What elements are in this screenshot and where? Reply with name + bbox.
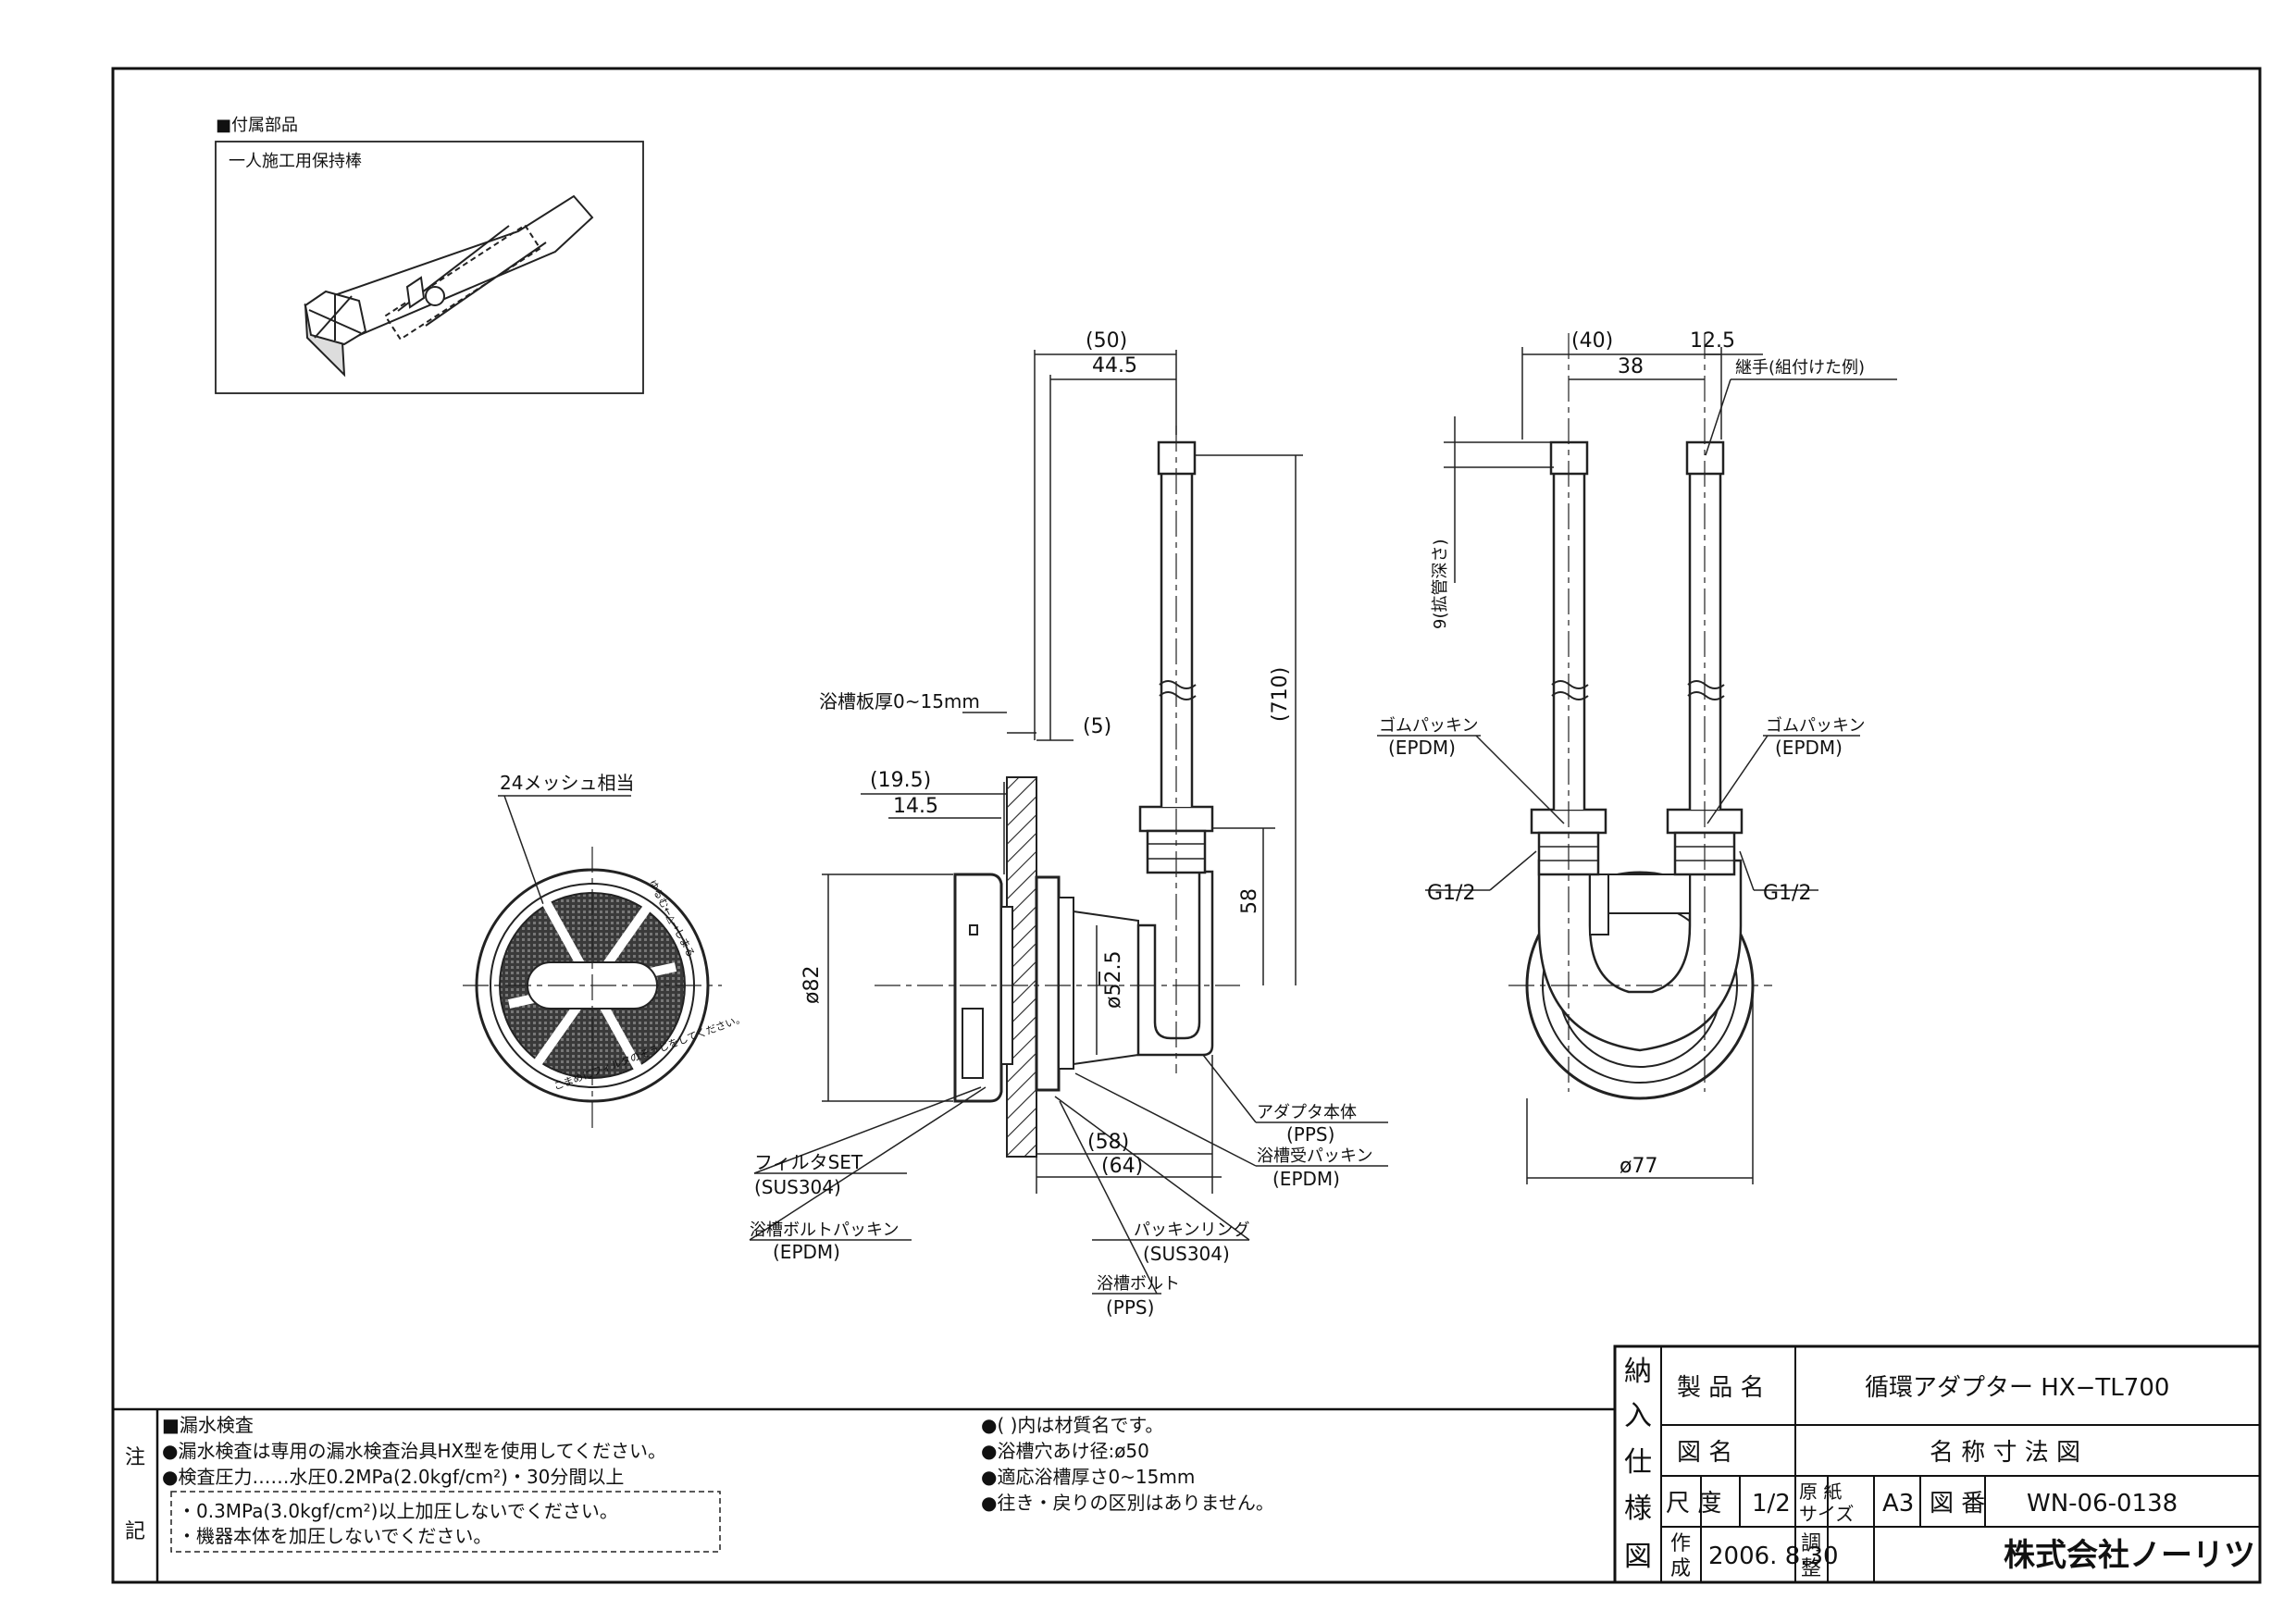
paper-label-1: 原 紙 <box>1799 1481 1842 1503</box>
dim-64: (64) <box>1101 1155 1143 1178</box>
note-2: ●浴槽穴あけ径:ø50 <box>981 1440 1149 1462</box>
accessory-heading: ■付属部品 <box>216 116 298 135</box>
holding-rod-drawing <box>304 194 594 378</box>
paper-label-2: サイズ <box>1799 1503 1854 1525</box>
filter-set-material: (SUS304) <box>754 1176 841 1198</box>
thread-right-label: G1/2 <box>1763 882 1811 905</box>
packing-ring-material: (SUS304) <box>1143 1243 1230 1265</box>
adjust-label-1: 調 <box>1801 1532 1821 1555</box>
title-block: 納 入 仕 様 図 製 品 名 循環アダプター HX−TL700 図 名 名 称… <box>1613 1344 2262 1584</box>
adapter-body <box>1136 870 1214 1057</box>
side-view-labels: (50) 44.5 (710) 58 (5) 浴槽板厚0~15mm (19.5)… <box>750 329 1372 1319</box>
filter-view: 24メッシュ相当 ゆるむ←△→しまる こまめにフィルタのそうじをしてください。 <box>463 772 747 1129</box>
bolt-packing-label: 浴槽ボルトパッキン <box>750 1220 899 1240</box>
notes-side-label-1: 注 <box>125 1446 145 1469</box>
dim-50: (50) <box>1086 329 1127 353</box>
filter-set-label: フィルタSET <box>754 1151 863 1173</box>
made-label-2: 成 <box>1670 1557 1691 1580</box>
warning-line-1: ・0.3MPa(3.0kgf/cm²)以上加圧しないでください。 <box>178 1500 618 1522</box>
adapter-body-label: アダプタ本体 <box>1257 1103 1357 1122</box>
warning-box <box>170 1491 721 1553</box>
dim-14-5: 14.5 <box>893 795 938 818</box>
product-value: 循環アダプター HX−TL700 <box>1865 1374 2169 1402</box>
dim-12-5: 12.5 <box>1690 329 1735 353</box>
notes-section: 注 記 ■漏水検査 ●漏水検査は専用の漏水検査治具HX型を使用してください。 ●… <box>113 1407 1615 1582</box>
dim-710: (710) <box>1269 667 1292 722</box>
adjust-label-2: 整 <box>1801 1557 1821 1580</box>
receiver-packing-label: 浴槽受パッキン <box>1257 1146 1372 1166</box>
company-name: 株式会社ノーリツ <box>2004 1537 2255 1574</box>
made-value: 2006. 8.30 <box>1708 1542 1839 1570</box>
notes-side-label-2: 記 <box>125 1520 145 1543</box>
flange <box>1035 875 1061 1092</box>
thread-left-label: G1/2 <box>1427 882 1475 905</box>
dim-d52-5: ø52.5 <box>1102 951 1125 1009</box>
adapter-body-material: (PPS) <box>1286 1123 1334 1146</box>
paper-value: A3 <box>1882 1490 1914 1518</box>
note-4: ●往き・戻りの区別はありません。 <box>981 1492 1274 1514</box>
rubber-packing-right-label: ゴムパッキン <box>1766 716 1865 736</box>
dim-44-5: 44.5 <box>1092 354 1137 378</box>
leak-note-2: ●検査圧力‥‥‥水圧0.2MPa(2.0kgf/cm²)・30分間以上 <box>162 1466 624 1488</box>
side-char-4: 様 <box>1624 1493 1652 1525</box>
dim-d77: ø77 <box>1620 1155 1657 1178</box>
note-1: ●( )内は材質名です。 <box>981 1414 1163 1436</box>
accessory-item-label: 一人施工用保持棒 <box>229 152 362 171</box>
front-view-labels: (40) 12.5 38 継手(組付けた例) 9(拡管深さ) ゴムパッキン (E… <box>1379 329 1865 1178</box>
receiver-packing-material: (EPDM) <box>1272 1168 1340 1190</box>
rubber-packing-right-material: (EPDM) <box>1775 737 1843 759</box>
bath-thickness-label: 浴槽板厚0~15mm <box>819 690 980 712</box>
drawing-label: 図 名 <box>1677 1439 1732 1467</box>
number-value: WN-06-0138 <box>2027 1490 2178 1518</box>
bath-bolt-label: 浴槽ボルト <box>1097 1274 1180 1294</box>
made-label-1: 作 <box>1670 1532 1691 1555</box>
dim-40: (40) <box>1571 329 1613 353</box>
side-char-3: 仕 <box>1624 1446 1652 1479</box>
accessory-box <box>215 141 644 394</box>
joint-label: 継手(組付けた例) <box>1735 358 1865 378</box>
dim-5: (5) <box>1083 715 1111 738</box>
front-view <box>1377 333 1897 1184</box>
dim-19-5: (19.5) <box>870 769 931 792</box>
drawing-frame <box>111 67 2262 1584</box>
scale-value: 1/2 <box>1752 1490 1791 1518</box>
side-view <box>749 350 1388 1295</box>
dim-58: 58 <box>1238 888 1261 914</box>
drawing-value: 名 称 寸 法 図 <box>1930 1439 2080 1467</box>
rubber-packing-left-label: ゴムパッキン <box>1379 716 1478 736</box>
depth-label: 9(拡管深さ) <box>1431 539 1450 630</box>
dim-d82: ø82 <box>800 966 824 1004</box>
packing-ring-label: パッキンリング <box>1134 1220 1249 1240</box>
bolt-packing-material: (EPDM) <box>773 1241 840 1263</box>
side-char-1: 納 <box>1624 1356 1652 1388</box>
warning-line-2: ・機器本体を加圧しないでください。 <box>178 1525 491 1547</box>
number-label: 図 番 <box>1930 1490 1985 1518</box>
leak-heading: ■漏水検査 <box>162 1414 254 1436</box>
side-char-5: 図 <box>1624 1541 1652 1573</box>
rubber-packing-left-material: (EPDM) <box>1388 737 1456 759</box>
note-3: ●適応浴槽厚さ0~15mm <box>981 1466 1195 1488</box>
dim-38: 38 <box>1618 355 1644 378</box>
bath-bolt-material: (PPS) <box>1106 1296 1154 1319</box>
scale-label: 尺 度 <box>1666 1490 1721 1518</box>
side-char-2: 入 <box>1624 1400 1652 1432</box>
accessory-section: ■付属部品 一人施工用保持棒 <box>215 116 644 394</box>
mesh-label: 24メッシュ相当 <box>500 772 634 794</box>
dim-58b: (58) <box>1087 1131 1129 1154</box>
product-label: 製 品 名 <box>1677 1374 1765 1402</box>
leak-note-1: ●漏水検査は専用の漏水検査治具HX型を使用してください。 <box>162 1440 666 1462</box>
